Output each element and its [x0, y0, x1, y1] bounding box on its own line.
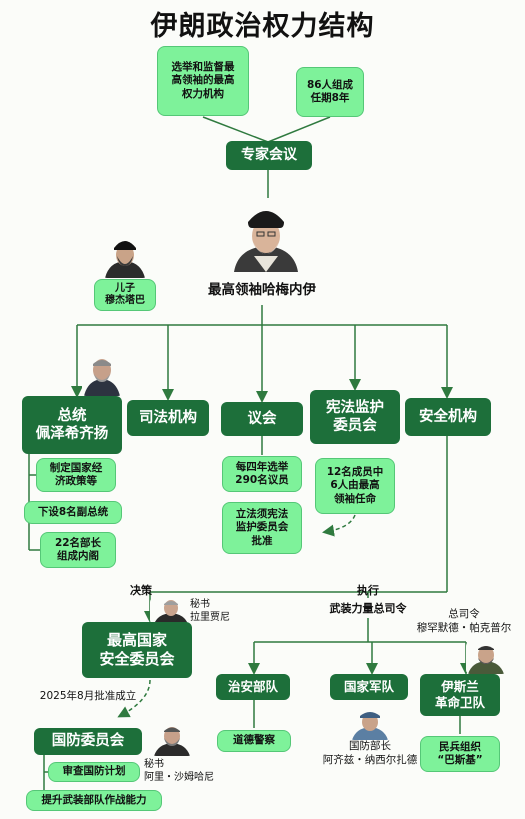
- supreme-leader-name: 最高领袖哈梅内伊: [208, 282, 316, 298]
- defense-council-approved-label: 2025年8月批准成立: [39, 690, 137, 702]
- president-note-economy: 制定国家经 济政策等: [36, 458, 116, 492]
- page-title: 伊朗政治权力结构: [150, 11, 375, 42]
- guardian-council-box: 宪法监护 委员会: [310, 390, 400, 444]
- defense-council-secretary-label: 秘书 阿里・沙姆哈尼: [144, 759, 214, 783]
- defense-council-note-plans: 审查国防计划: [48, 762, 140, 782]
- president-note-vice-presidents: 下设8名副总统: [24, 501, 122, 524]
- assembly-members-note: 86人组成 任期8年: [296, 67, 364, 117]
- snsc-secretary-photo: [150, 598, 192, 624]
- son-photo: [103, 234, 147, 278]
- morality-police-box: 道德警察: [217, 730, 291, 752]
- snsc-secretary-label: 秘书 拉里贾尼: [190, 599, 230, 623]
- army-box: 国家军队: [330, 674, 408, 700]
- judiciary-box: 司法机构: [127, 400, 209, 436]
- parliament-box: 议会: [221, 402, 303, 436]
- police-box: 治安部队: [216, 674, 290, 700]
- parliament-note-approval: 立法须宪法 监护委员会 批准: [222, 502, 302, 554]
- son-label: 儿子 穆杰塔巴: [94, 279, 156, 311]
- assembly-of-experts-box: 专家会议: [226, 141, 312, 170]
- president-box: 总统 佩泽希齐扬: [22, 396, 122, 454]
- president-photo: [82, 352, 122, 396]
- snsc-box: 最高国家 安全委员会: [82, 622, 192, 678]
- defense-minister-photo: [350, 708, 390, 740]
- defense-council-box: 国防委员会: [34, 728, 142, 755]
- defense-council-note-capability: 提升武装部队作战能力: [26, 790, 162, 811]
- guardian-council-note: 12名成员中 6人由最高 领袖任命: [315, 458, 395, 514]
- execute-label: 执行: [357, 584, 379, 597]
- parliament-note-election: 每四年选举 290名议员: [222, 456, 302, 492]
- president-note-cabinet: 22名部长 组成内阁: [40, 532, 116, 568]
- defense-council-secretary-photo: [152, 724, 192, 756]
- basij-box: 民兵组织 “巴斯基”: [420, 736, 500, 772]
- decision-label: 决策: [130, 584, 152, 597]
- irgc-commander-photo: [466, 642, 506, 674]
- armed-forces-hq-label: 武装力量总司令: [329, 602, 407, 615]
- assembly-power-note: 选举和监督最 高领袖的最高 权力机构: [157, 46, 249, 116]
- supreme-leader-photo: [228, 198, 304, 272]
- security-apparatus-box: 安全机构: [405, 398, 491, 436]
- irgc-commander-label: 总司令 穆罕默德・帕克普尔: [416, 608, 512, 634]
- defense-minister-label: 国防部长 阿齐兹・纳西尔扎德: [322, 740, 418, 766]
- irgc-box: 伊斯兰 革命卫队: [420, 674, 500, 716]
